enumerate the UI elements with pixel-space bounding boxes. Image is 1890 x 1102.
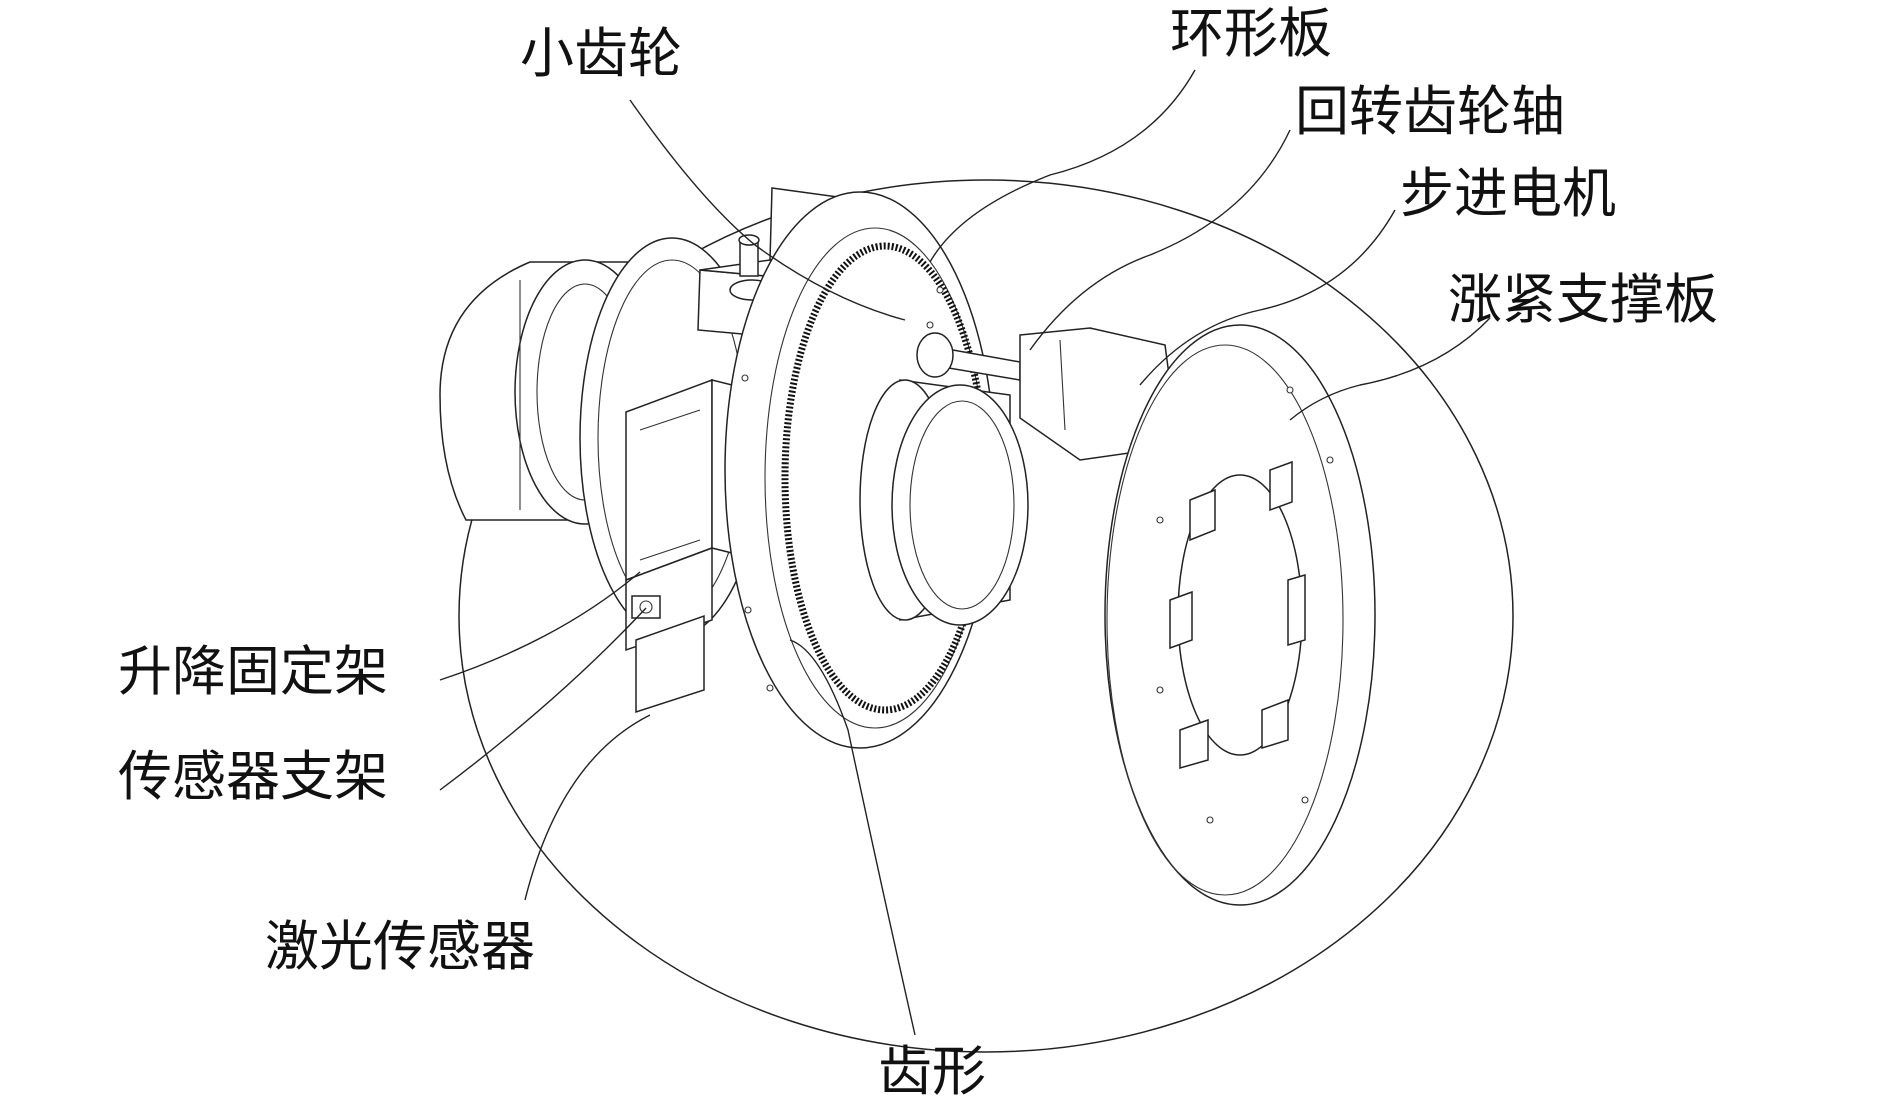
label-sensor-bracket: 传感器支架 [118, 745, 388, 808]
inner-cylinder [859, 379, 1029, 626]
label-tooth-profile: 齿形 [878, 1040, 986, 1102]
label-laser-sensor: 激光传感器 [265, 915, 535, 978]
view-circle [458, 179, 1514, 1053]
label-slewing-gear-shaft: 回转齿轮轴 [1295, 80, 1565, 143]
lift-frame [625, 378, 753, 714]
label-tension-support-plate: 涨紧支撑板 [1448, 268, 1718, 331]
label-annular-plate: 环形板 [1170, 2, 1332, 65]
leader-lines [439, 69, 1491, 1036]
tension-support-plate [1104, 324, 1376, 906]
label-lift-fixing-frame: 升降固定架 [118, 640, 388, 703]
label-pinion: 小齿轮 [520, 22, 682, 85]
label-stepper-motor: 步进电机 [1400, 162, 1616, 225]
